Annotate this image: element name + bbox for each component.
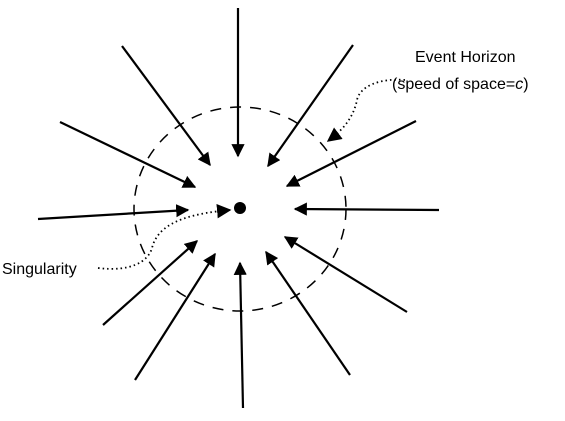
inflow-arrow — [37, 204, 190, 221]
inflow-arrows — [37, 8, 440, 409]
event-horizon-label: Event Horizon — [415, 49, 516, 66]
inflow-arrow — [121, 45, 211, 167]
inflow-arrow — [233, 261, 247, 409]
inflow-arrow — [283, 236, 408, 313]
inflow-arrow — [134, 252, 216, 381]
inflow-arrow — [267, 44, 354, 168]
inflow-arrow — [285, 120, 417, 187]
singularity-dot — [234, 202, 246, 214]
speed-suffix: ) — [523, 76, 528, 93]
speed-variable: c — [515, 76, 523, 93]
singularity-label: Singularity — [2, 261, 77, 278]
speed-prefix: (speed of space= — [392, 76, 515, 93]
inflow-arrow — [59, 121, 197, 188]
inflow-arrow — [293, 202, 440, 216]
inflow-arrow — [102, 240, 198, 326]
speed-of-space-label: (speed of space=c) — [392, 76, 529, 93]
inflow-arrow — [265, 250, 351, 376]
